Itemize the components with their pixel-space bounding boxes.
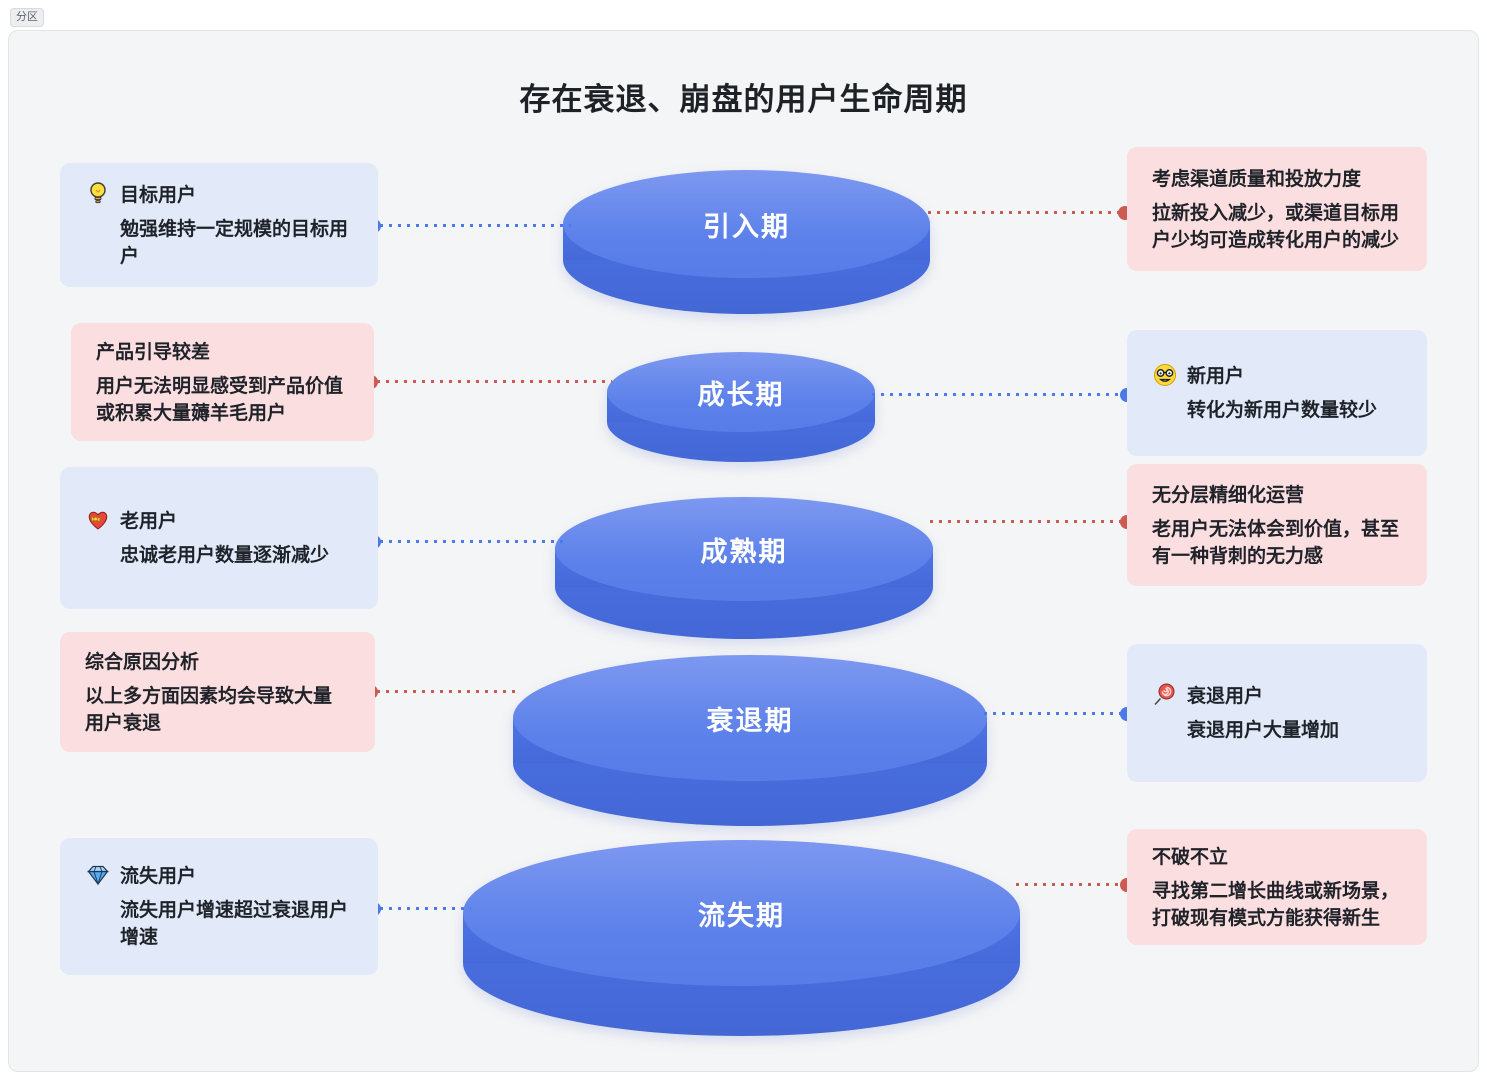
card-title: 目标用户 [120,184,197,206]
card-body: 转化为新用户数量较少 [1187,400,1378,422]
card-body: 衰退用户大量增加 [1187,720,1340,742]
nerd-face-icon [1152,362,1178,388]
card-title: 产品引导较差 [96,341,211,363]
disk-top: 流失期 [463,840,1020,986]
lollipop-icon [1152,682,1178,708]
connector-line [364,684,520,699]
disk-top: 引入期 [563,170,930,278]
card-title: 新用户 [1187,366,1245,388]
stage-disk-intro[interactable]: 引入期 [563,170,930,314]
card-body: 用户无法明显感受到产品价值或积累大量薅羊毛用户 [96,375,344,424]
stage-disk-churn[interactable]: 流失期 [463,840,1020,1036]
card-old-users[interactable]: 老用户 忠诚老用户数量逐渐减少 [60,467,378,609]
connector-line [930,514,1134,529]
stage-label: 引入期 [703,211,790,242]
card-cause-analysis[interactable]: 综合原因分析 以上多方面因素均会导致大量用户衰退 [60,632,375,752]
card-title: 不破不立 [1152,846,1229,868]
card-title: 综合原因分析 [85,651,200,673]
card-target-users[interactable]: 目标用户 勉强维持一定规模的目标用户 [60,163,378,287]
connector-line [364,374,612,389]
connector-line [367,218,571,233]
card-body: 老用户无法体会到价值，甚至有一种背刺的无力感 [1152,518,1400,567]
card-body: 流失用户增速超过衰退用户增速 [120,900,349,948]
card-declining-users[interactable]: 衰退用户 衰退用户大量增加 [1127,644,1427,782]
stage-disk-maturity[interactable]: 成熟期 [555,497,933,639]
connector-line [984,706,1134,721]
card-body: 忠诚老用户数量逐渐减少 [120,545,330,567]
card-poor-onboarding[interactable]: 产品引导较差 用户无法明显感受到产品价值或积累大量薅羊毛用户 [71,323,374,441]
connector-line [367,901,471,916]
card-title: 无分层精细化运营 [1152,484,1305,506]
stage-label: 衰退期 [706,705,794,736]
card-title: 流失用户 [120,866,197,888]
connector-line [928,205,1132,220]
heart-ribbon-icon [85,507,111,533]
stage-label: 成熟期 [700,536,788,567]
card-break-to-rebuild[interactable]: 不破不立 寻找第二增长曲线或新场景，打破现有模式方能获得新生 [1127,829,1427,945]
card-body: 拉新投入减少，或渠道目标用户少均可造成转化用户的减少 [1152,202,1400,251]
card-body: 以上多方面因素均会导致大量用户衰退 [85,685,333,734]
connector-line [1016,877,1134,892]
card-no-tiered-ops[interactable]: 无分层精细化运营 老用户无法体会到价值，甚至有一种背刺的无力感 [1127,464,1427,586]
connector-line [872,387,1134,402]
gem-icon [85,862,111,888]
card-churned-users[interactable]: 流失用户 流失用户增速超过衰退用户增速 [60,838,378,975]
stage-disk-growth[interactable]: 成长期 [607,352,875,462]
stage-label: 流失期 [698,900,785,931]
disk-top: 成熟期 [555,497,933,601]
card-body: 勉强维持一定规模的目标用户 [120,218,349,267]
card-title: 衰退用户 [1187,686,1264,708]
card-title: 考虑渠道质量和投放力度 [1152,168,1362,190]
stage-label: 成长期 [697,379,785,410]
lightbulb-icon [85,180,111,206]
connector-line [367,534,563,549]
card-title: 老用户 [120,511,178,533]
stage-disk-decline[interactable]: 衰退期 [513,655,987,826]
region-tag[interactable]: 分区 [10,8,44,27]
card-body: 寻找第二增长曲线或新场景，打破现有模式方能获得新生 [1152,880,1400,929]
card-channel-quality[interactable]: 考虑渠道质量和投放力度 拉新投入减少，或渠道目标用户少均可造成转化用户的减少 [1127,147,1427,271]
page-title[interactable]: 存在衰退、崩盘的用户生命周期 [519,82,968,117]
disk-top: 衰退期 [513,655,987,781]
card-new-users[interactable]: 新用户 转化为新用户数量较少 [1127,330,1427,456]
disk-top: 成长期 [607,352,875,432]
